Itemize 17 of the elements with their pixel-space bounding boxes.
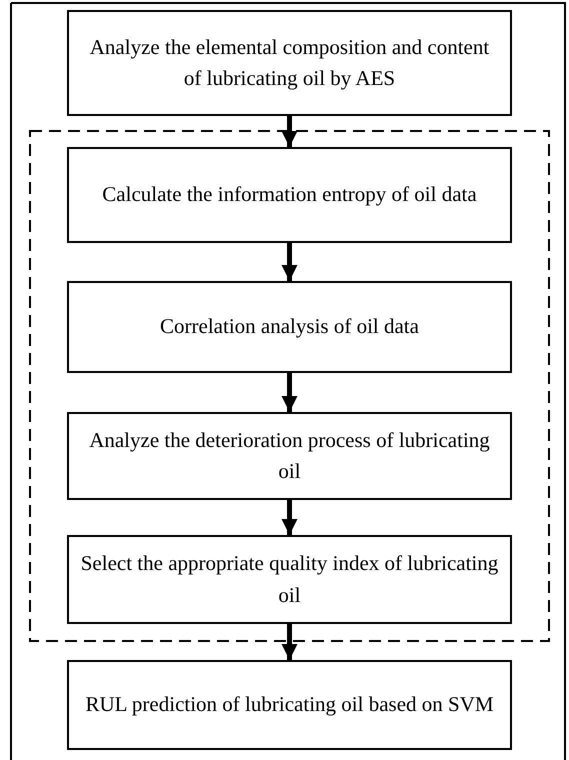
- arrow: [282, 624, 298, 660]
- process-box: [67, 281, 512, 373]
- process-box: [67, 412, 512, 500]
- arrow: [282, 116, 298, 147]
- step-text: Calculate the information entropy of oil data: [102, 181, 477, 208]
- arrow: [282, 500, 298, 535]
- step-text: Select the appropriate quality index of lubricating oil: [80, 550, 500, 608]
- arrow: [282, 243, 298, 281]
- process-box: [67, 660, 512, 750]
- process-box: [67, 535, 512, 624]
- step-text: RUL prediction of lubricating oil based on SVM: [85, 691, 494, 718]
- step-text: Analyze the elemental composition and content of lubricating oil by AES: [88, 34, 490, 92]
- step-text: Analyze the deterioration process of lubricating oil: [88, 426, 491, 485]
- process-box: [67, 10, 512, 116]
- process-box: [67, 147, 512, 243]
- arrow: [282, 373, 298, 412]
- step-text: Correlation analysis of oil data: [160, 313, 419, 340]
